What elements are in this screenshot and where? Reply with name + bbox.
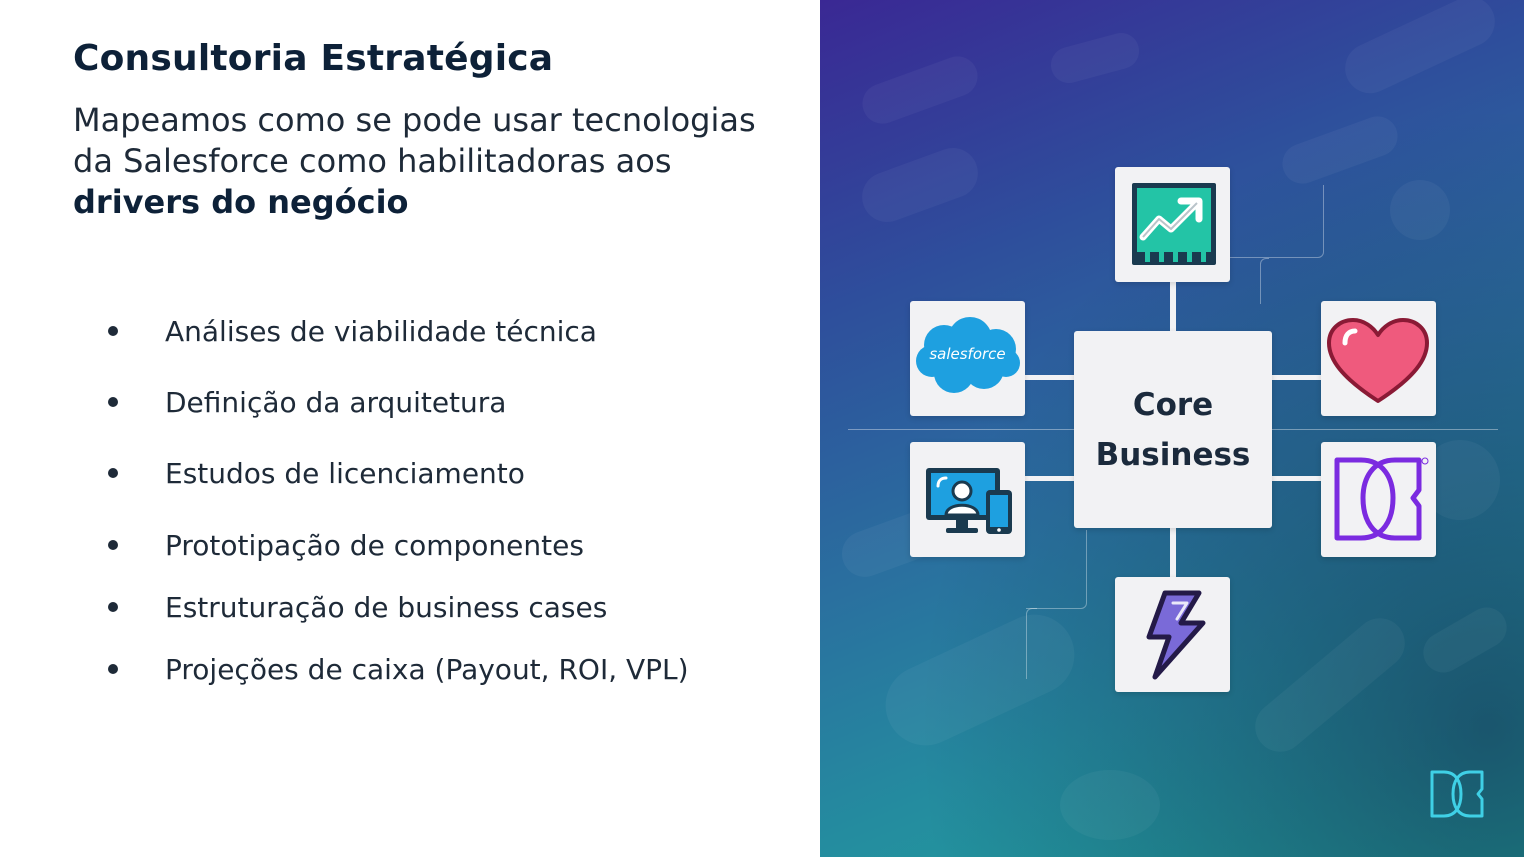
slide-subtitle: Mapeamos como se pode usar tecnologias d… [73, 100, 793, 223]
bullet-dot [108, 664, 118, 674]
salesforce-logo-text: salesforce [929, 345, 1006, 363]
circuit-line [1215, 185, 1324, 258]
bullet-dot [108, 602, 118, 612]
connector-top [1170, 280, 1176, 332]
tile-salesforce: salesforce [910, 301, 1025, 416]
bullet-dot [108, 397, 118, 407]
lightning-icon [1146, 590, 1206, 680]
bullet-item: Estruturação de business cases [108, 587, 607, 627]
bullet-dot [108, 540, 118, 550]
text-panel: Consultoria Estratégica Mapeamos como se… [73, 38, 793, 689]
circuit-line [1026, 530, 1087, 609]
circuit-line [1026, 608, 1037, 679]
bullet-text: Análises de viabilidade técnica [165, 314, 597, 348]
bullet-text: Definição da arquitetura [165, 385, 507, 419]
bullet-dot [108, 468, 118, 478]
salesforce-logo [916, 317, 1020, 393]
tile-heart [1321, 301, 1436, 416]
tile-monitor-user [910, 442, 1025, 557]
core-business-box: Core Business [1074, 331, 1272, 528]
core-label-line1: Core [1132, 386, 1214, 423]
monitor-user-icon [926, 468, 1012, 534]
bullet-item: Análises de viabilidade técnica [108, 311, 597, 351]
bullet-text: Estruturação de business cases [165, 590, 608, 624]
connector-right-bottom [1271, 476, 1323, 481]
tile-brand-logo [1321, 442, 1436, 557]
subtitle-bold-text: drivers do negócio [73, 183, 409, 221]
circuit-line [1260, 258, 1269, 304]
connector-left-bottom [1024, 476, 1076, 481]
bullet-item: Projeções de caixa (Payout, ROI, VPL) [108, 649, 689, 689]
slide-title: Consultoria Estratégica [73, 38, 554, 79]
tile-lightning [1115, 577, 1230, 692]
heart-icon [1327, 318, 1429, 403]
bullet-text: Prototipação de componentes [165, 528, 584, 562]
background-shape [1390, 180, 1450, 240]
bullet-item: Estudos de licenciamento [108, 453, 525, 493]
brand-logo-icon [1334, 457, 1429, 541]
bullet-dot [108, 326, 118, 336]
tile-growth-chart [1115, 167, 1230, 282]
growth-chart-icon [1132, 183, 1216, 265]
bullet-text: Projeções de caixa (Payout, ROI, VPL) [165, 652, 689, 686]
core-label-line2: Business [1095, 436, 1251, 473]
connector-left-top [1024, 375, 1076, 380]
bullet-text: Estudos de licenciamento [165, 456, 525, 490]
background-shape [1060, 770, 1160, 840]
brand-mark-icon [1430, 770, 1484, 818]
subtitle-text: Mapeamos como se pode usar tecnologias d… [73, 101, 756, 180]
bullet-item: Definição da arquitetura [108, 382, 506, 422]
bullet-item: Prototipação de componentes [108, 525, 584, 565]
connector-right-top [1271, 375, 1323, 380]
connector-bottom [1170, 527, 1176, 579]
